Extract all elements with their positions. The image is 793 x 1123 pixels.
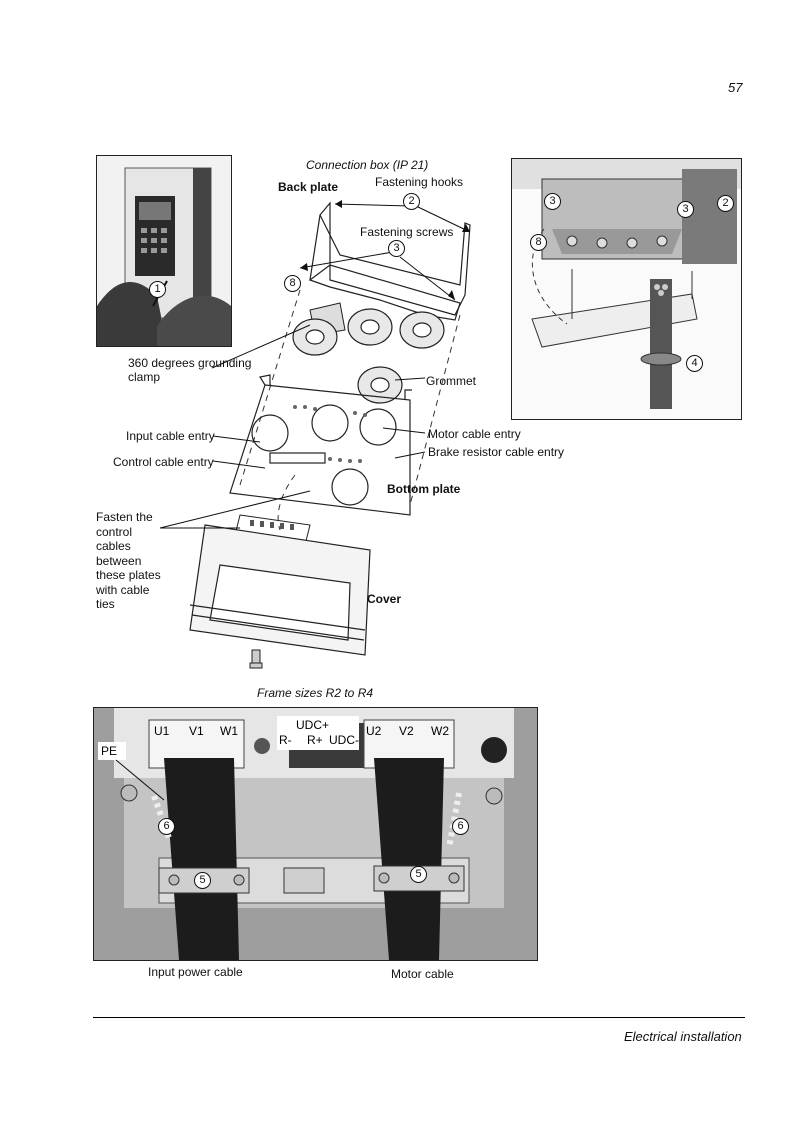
callout-6-right: 6 bbox=[452, 818, 469, 835]
footer-rule bbox=[93, 1017, 745, 1018]
page-number: 57 bbox=[728, 80, 743, 95]
figure1-leaders bbox=[159, 200, 471, 529]
label-motor-cable-entry: Motor cable entry bbox=[428, 427, 521, 441]
bottom-plate-shape bbox=[229, 374, 412, 516]
inset-callout-8: 8 bbox=[530, 234, 547, 251]
label-grommet: Grommet bbox=[426, 374, 477, 388]
caption-motor-cable: Motor cable bbox=[391, 967, 454, 981]
drive-photo-illustration bbox=[97, 156, 231, 346]
grommet-shapes bbox=[292, 308, 445, 404]
label-fastening-hooks: Fastening hooks bbox=[375, 175, 464, 189]
terminal-r-minus: R- bbox=[279, 733, 292, 747]
label-bottom-plate: Bottom plate bbox=[387, 482, 461, 496]
terminal-udc-plus: UDC+ bbox=[296, 718, 330, 732]
connection-box-inset: 3 3 2 8 4 bbox=[511, 158, 742, 420]
label-brake-resistor-entry: Brake resistor cable entry bbox=[428, 445, 565, 459]
terminal-photo: U1 V1 W1 UDC+ R- R+ UDC- U2 V2 W2 PE 6 6… bbox=[93, 707, 538, 961]
footer-section-name: Electrical installation bbox=[624, 1029, 742, 1044]
figure1-title: Connection box (IP 21) bbox=[306, 158, 429, 172]
terminal-r-plus: R+ bbox=[307, 733, 323, 747]
cover-shape bbox=[189, 524, 371, 656]
dc-terminal-label-box bbox=[277, 716, 359, 750]
pe-label-box bbox=[98, 742, 126, 760]
callout-8-left: 8 bbox=[284, 275, 301, 292]
inset-callout-3-right: 3 bbox=[677, 201, 694, 218]
inset-illustration bbox=[512, 159, 741, 409]
callout-5-left: 5 bbox=[194, 872, 211, 889]
terminal-w1: W1 bbox=[220, 724, 238, 738]
figure2-title: Frame sizes R2 to R4 bbox=[257, 686, 374, 700]
label-input-cable-entry: Input cable entry bbox=[126, 429, 215, 443]
label-grounding-clamp: 360 degrees grounding clamp bbox=[128, 356, 252, 384]
callout-5-right: 5 bbox=[410, 866, 427, 883]
exploded-view-drawing bbox=[189, 201, 471, 669]
drive-photo: 1 bbox=[96, 155, 232, 347]
label-control-cable-entry: Control cable entry bbox=[113, 455, 214, 469]
terminal-u2: U2 bbox=[366, 724, 382, 738]
caption-input-power-cable: Input power cable bbox=[148, 965, 243, 979]
pe-leader bbox=[115, 759, 165, 801]
terminal-u1: U1 bbox=[154, 724, 170, 738]
label-cover: Cover bbox=[367, 592, 402, 606]
terminal-pe: PE bbox=[101, 744, 118, 758]
callout-1: 1 bbox=[149, 281, 166, 298]
terminal-w2: W2 bbox=[431, 724, 449, 738]
callout-2-top: 2 bbox=[403, 193, 420, 210]
screw-shape bbox=[249, 649, 263, 669]
inset-callout-4: 4 bbox=[686, 355, 703, 372]
label-fasten-note: Fasten the control cables between these … bbox=[96, 510, 161, 611]
callout-3-top: 3 bbox=[388, 240, 405, 257]
inset-callout-2: 2 bbox=[717, 195, 734, 212]
terminal-v1: V1 bbox=[189, 724, 204, 738]
label-fastening-screws: Fastening screws bbox=[360, 225, 454, 239]
label-back-plate: Back plate bbox=[278, 180, 339, 194]
terminal-udc-minus: UDC- bbox=[329, 733, 359, 747]
inset-callout-3-left: 3 bbox=[544, 193, 561, 210]
callout-6-left: 6 bbox=[158, 818, 175, 835]
terminal-v2: V2 bbox=[399, 724, 414, 738]
back-plate-shape bbox=[308, 201, 471, 321]
